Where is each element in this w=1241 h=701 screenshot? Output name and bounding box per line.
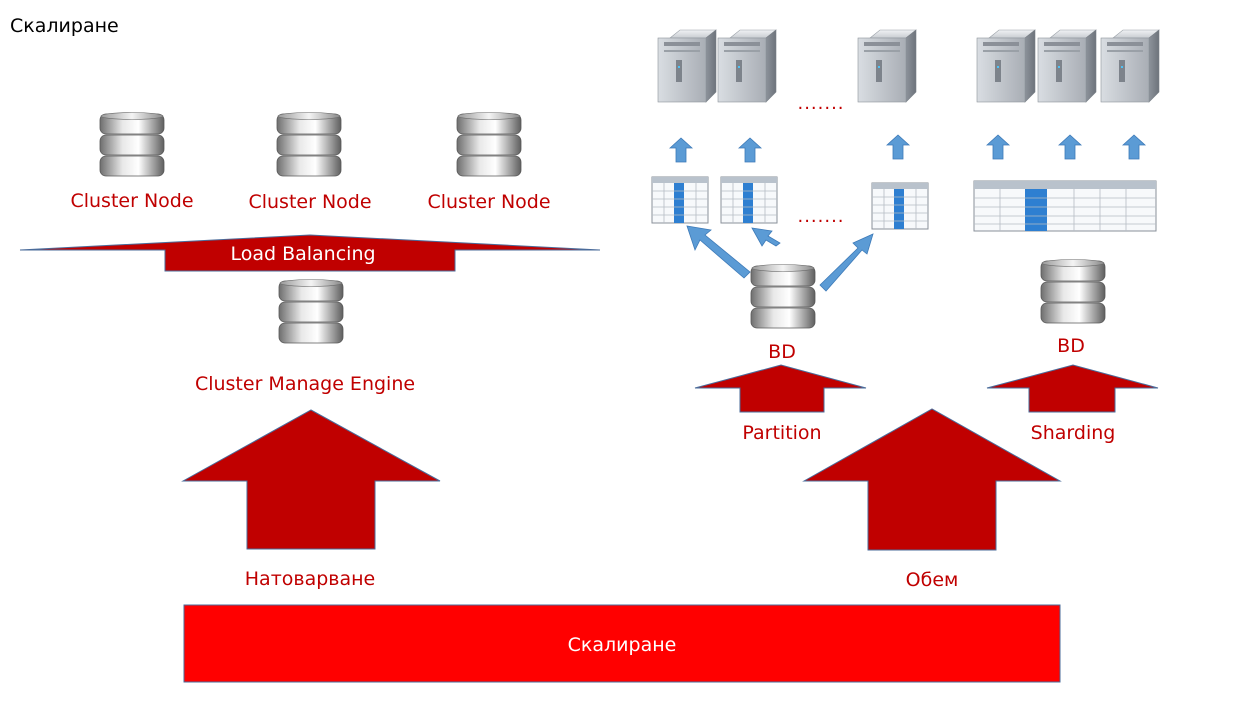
diagonal-arrow-icon: [686, 225, 751, 279]
sharding-db-label: BD: [1057, 335, 1085, 357]
up-arrow-icon: [886, 134, 910, 160]
partition-table-icon: [871, 182, 929, 230]
cluster-node-db-icon-3: [456, 112, 522, 177]
sharding-db-icon: [1040, 259, 1106, 324]
servers-ellipsis: .......: [797, 93, 845, 114]
base-bar-label: Скалиране: [567, 634, 677, 656]
up-arrow-icon: [1122, 134, 1146, 160]
cluster-node-db-icon-1: [99, 112, 165, 177]
base-bar: [183, 604, 1061, 683]
server-icon: [657, 29, 717, 103]
server-icon: [717, 29, 777, 103]
load-arrow: [181, 409, 441, 550]
volume-label: Обем: [905, 569, 959, 591]
partition-arrow: [694, 364, 867, 413]
server-icon: [1100, 29, 1160, 103]
sharding-arrow: [986, 364, 1159, 413]
diagonal-arrow-icon: [819, 233, 874, 292]
up-arrow-icon: [669, 137, 693, 163]
up-arrow-icon: [1058, 134, 1082, 160]
cluster-engine-label: Cluster Manage Engine: [194, 373, 416, 395]
up-arrow-icon: [986, 134, 1010, 160]
volume-arrow: [802, 408, 1062, 551]
partition-table-icon: [651, 176, 709, 224]
server-icon: [857, 29, 917, 103]
server-icon: [1037, 29, 1097, 103]
cluster-node-label: Cluster Node: [248, 191, 372, 213]
cluster-engine-db-icon: [278, 279, 344, 344]
page-title: Скалиране: [10, 15, 119, 37]
diagonal-arrow-icon: [751, 227, 781, 247]
up-arrow-icon: [738, 137, 762, 163]
partition-table-icon: [720, 176, 778, 224]
sharded-table-icon: [973, 180, 1157, 232]
partition-db-icon: [750, 264, 816, 329]
tables-ellipsis: .......: [797, 206, 845, 227]
load-balancing-banner: [19, 234, 601, 272]
partition-db-label: BD: [768, 341, 796, 363]
load-label: Натоварване: [244, 568, 376, 590]
server-icon: [976, 29, 1036, 103]
cluster-node-label: Cluster Node: [70, 190, 194, 212]
load-balancing-label: Load Balancing: [230, 243, 376, 265]
sharding-label: Sharding: [1030, 422, 1116, 444]
partition-label: Partition: [742, 422, 822, 444]
cluster-node-label: Cluster Node: [427, 191, 551, 213]
cluster-node-db-icon-2: [276, 112, 342, 177]
